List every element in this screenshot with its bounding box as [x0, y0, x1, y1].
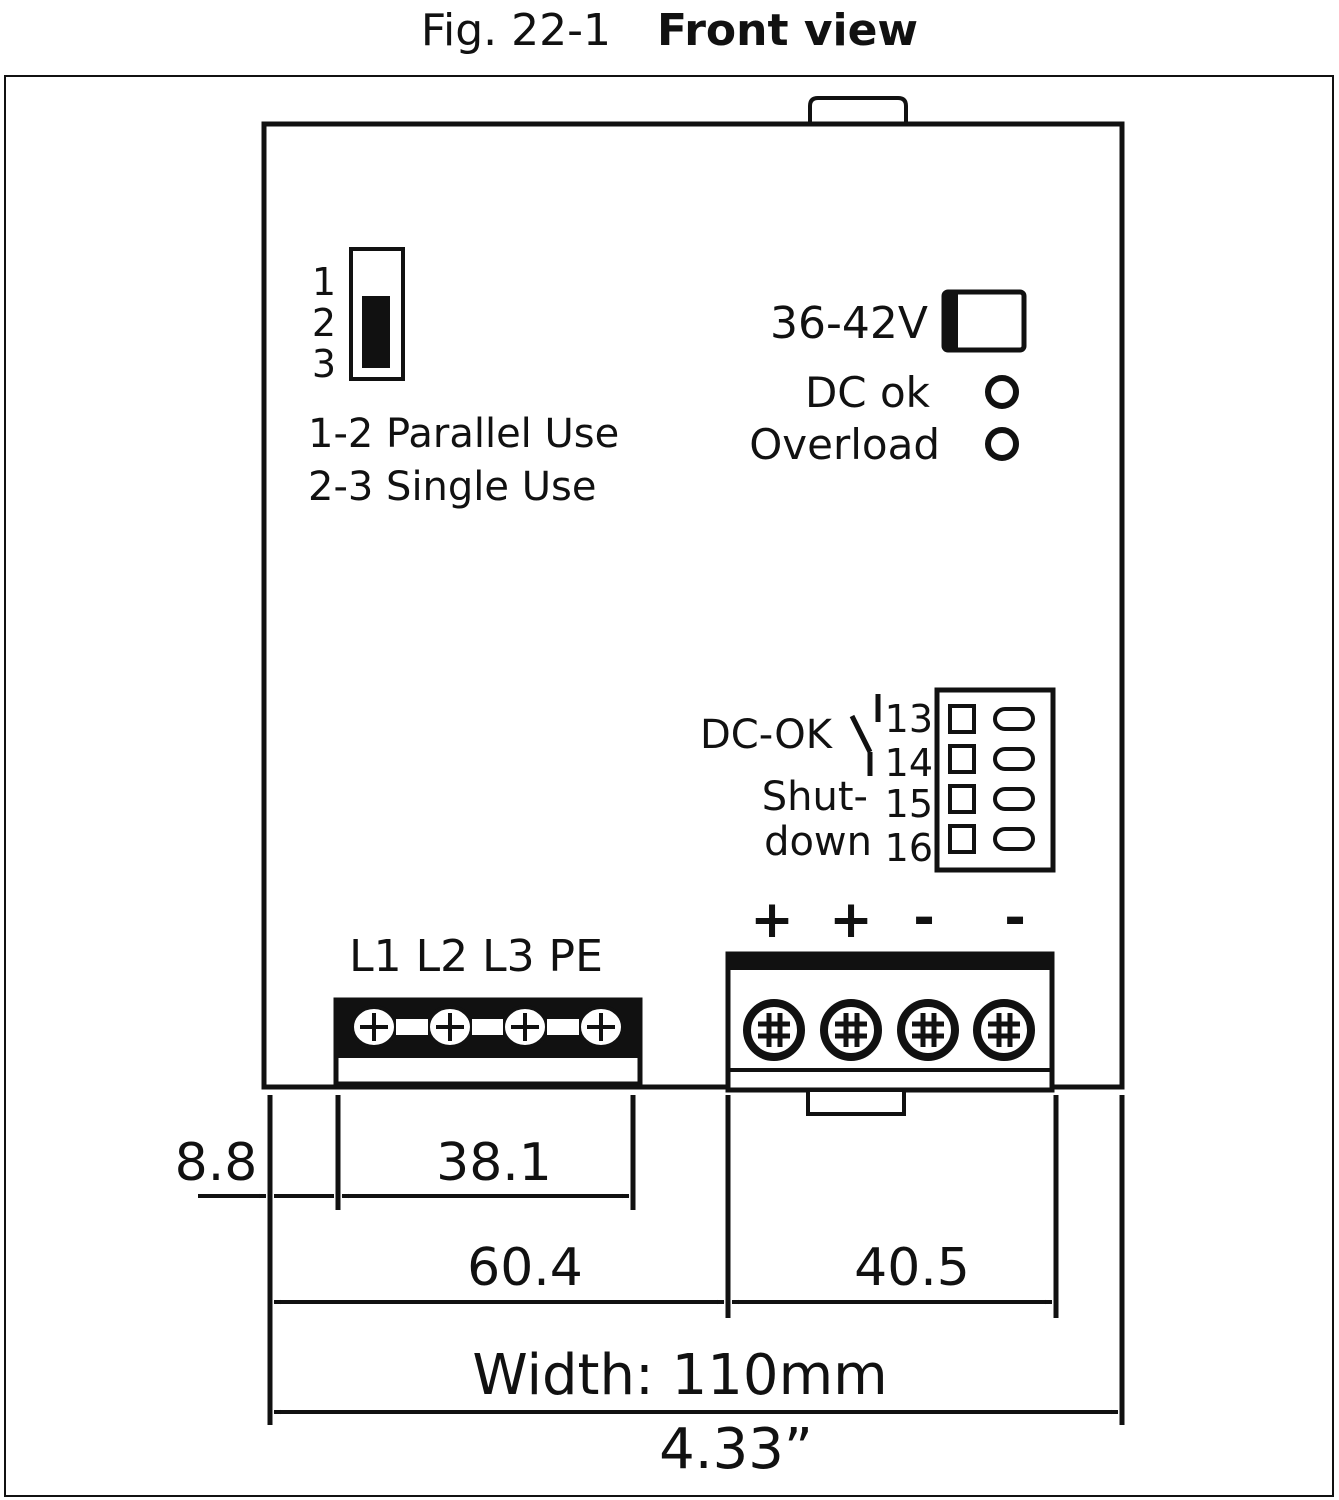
pin-label-16: 16: [885, 826, 933, 870]
output-screw-2: [824, 1003, 878, 1057]
dim-input-width: 38.1: [436, 1133, 552, 1193]
output-polarity-1: +: [750, 890, 794, 950]
selector-position-1: 1: [312, 260, 336, 304]
dc-ok-label: DC-OK: [700, 712, 834, 758]
signal-terminal-pin-13: [948, 704, 1035, 734]
output-polarity-4: -: [1004, 888, 1026, 948]
figure-caption: Fig. 22-1 Front view: [0, 2, 1339, 60]
output-screw-3: [901, 1003, 955, 1057]
dim-left-section: 60.4: [467, 1238, 583, 1298]
shutdown-label-line2: down: [764, 819, 872, 865]
output-screw-4: [977, 1003, 1031, 1057]
dim-input-offset: 8.8: [175, 1133, 258, 1193]
led-dc-ok-indicator: [985, 375, 1019, 409]
selector-position-2: 2: [312, 301, 336, 345]
voltage-adjust-potentiometer: [941, 289, 1027, 353]
figure-frame: [4, 75, 1334, 1497]
input-terminal-labels: L1 L2 L3 PE: [349, 931, 603, 982]
input-terminal-block: [333, 997, 643, 1087]
output-polarity-2: +: [829, 890, 873, 950]
selector-legend-parallel: 1-2 Parallel Use: [308, 411, 619, 457]
top-clip: [808, 96, 908, 124]
led-label-dc-ok: DC ok: [805, 368, 931, 417]
shutdown-label-line1: Shut-: [762, 774, 868, 820]
pin-label-13: 13: [885, 697, 933, 741]
output-screw-1: [747, 1003, 801, 1057]
dim-width-mm: Width: 110mm: [472, 1343, 887, 1408]
pin-label-14: 14: [885, 741, 933, 785]
relay-contact-symbol: [849, 694, 881, 776]
dimension-lines: [267, 1095, 1125, 1425]
output-polarity-3: -: [913, 888, 935, 948]
selector-jumper: [349, 247, 405, 381]
signal-terminal-pin-16: [948, 824, 1035, 854]
selector-legend-single: 2-3 Single Use: [308, 464, 596, 510]
signal-terminal-pin-14: [948, 744, 1035, 774]
led-label-overload: Overload: [749, 420, 940, 469]
dim-width-in: 4.33”: [659, 1417, 813, 1482]
selector-position-3: 3: [312, 342, 336, 386]
led-overload-indicator: [985, 427, 1019, 461]
figure-number: Fig. 22-1: [420, 5, 611, 56]
dimension-arrows: [198, 1193, 1119, 1415]
voltage-label: 36-42V: [770, 298, 928, 349]
figure-title: Front view: [656, 5, 919, 56]
signal-terminal-pin-15: [948, 784, 1035, 814]
pin-label-15: 15: [885, 782, 933, 826]
dim-right-section: 40.5: [854, 1238, 970, 1298]
housing-front: [261, 121, 1125, 1090]
